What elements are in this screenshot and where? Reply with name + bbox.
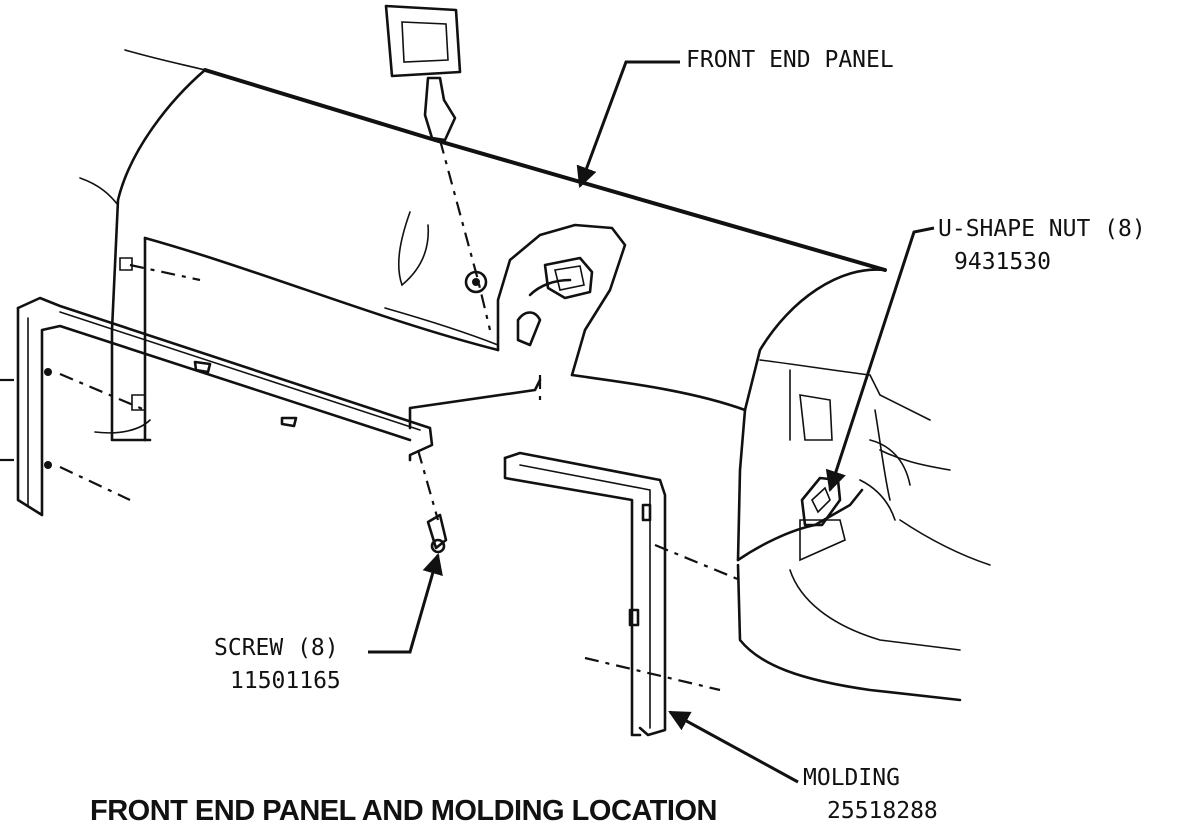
u-shape-nut-drawing [800,476,842,527]
center-molding-drawing [503,451,667,737]
callout-screw: SCREW (8) 11501165 [214,632,341,698]
left-molding-drawing [16,296,542,517]
callout-molding: MOLDING 25518288 [803,762,938,828]
callout-front-end-panel: FRONT END PANEL [686,44,894,77]
fender-drawing [736,359,991,702]
callout-u-shape-nut: U-SHAPE NUT (8) 9431530 [938,213,1146,279]
callout-leaders [368,60,935,784]
front-end-panel-drawing [79,49,887,562]
callout-label: SCREW (8) [214,635,339,661]
figure-caption: FRONT END PANEL AND MOLDING LOCATION [90,795,717,827]
screw-drawing [426,513,448,554]
callout-label: U-SHAPE NUT (8) [938,216,1146,242]
callout-label: MOLDING [803,765,900,791]
callout-part-number: 25518288 [827,798,938,824]
callout-part-number: 11501165 [230,668,341,694]
callout-part-number: 9431530 [954,249,1051,275]
assembly-center-lines [0,139,741,692]
callout-label: FRONT END PANEL [686,47,894,73]
